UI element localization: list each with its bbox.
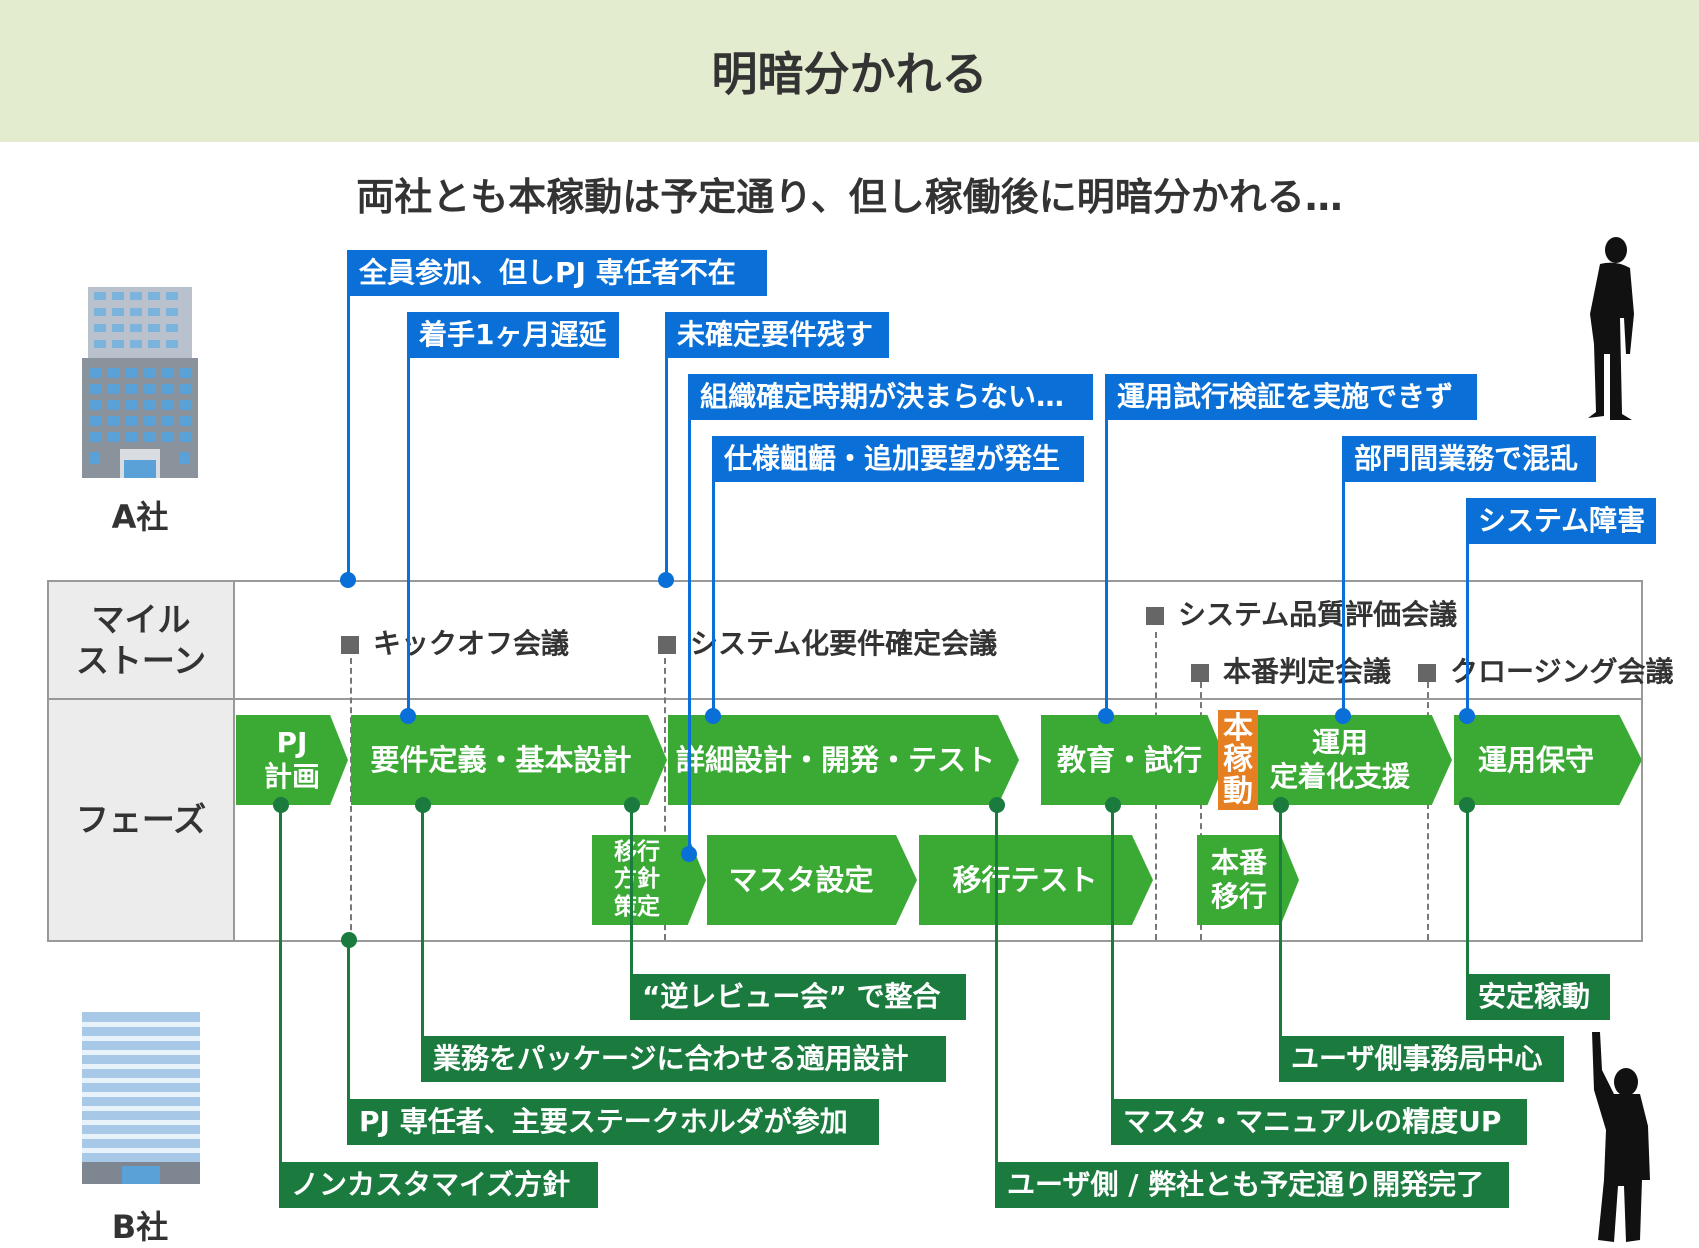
row-divider xyxy=(47,698,1643,700)
column-divider xyxy=(233,580,235,942)
phase-training-trial: 教育・試行 xyxy=(1041,715,1226,805)
connector-line xyxy=(1105,398,1108,716)
title-banner xyxy=(0,0,1699,142)
milestone-closing: クロージング会議 xyxy=(1418,650,1673,690)
note-b-stable-operation: 安定稼動 xyxy=(1466,974,1610,1020)
office-building-icon-a xyxy=(82,287,198,478)
connector-line xyxy=(688,398,691,854)
connector-line xyxy=(1342,458,1345,716)
connector-dot xyxy=(341,932,357,948)
note-a-dept-confusion: 部門間業務で混乱 xyxy=(1342,436,1596,482)
connector-dot xyxy=(1335,708,1351,724)
connector-dot xyxy=(400,708,416,724)
connector-line xyxy=(347,940,350,1122)
milestone-marker-icon xyxy=(658,636,676,654)
note-b-master-accuracy: マスタ・マニュアルの精度UP xyxy=(1111,1099,1527,1145)
office-building-icon-b xyxy=(82,1012,200,1184)
milestone-marker-icon xyxy=(341,636,359,654)
milestone-kickoff: キックオフ会議 xyxy=(341,622,569,662)
note-b-reverse-review: “逆レビュー会” で整合 xyxy=(630,974,966,1020)
go-live-badge: 本 稼 動 xyxy=(1218,710,1258,810)
milestone-guide-line xyxy=(664,658,666,940)
connector-dot xyxy=(415,797,431,813)
milestone-marker-icon xyxy=(1191,664,1209,682)
milestone-marker-icon xyxy=(1146,607,1164,625)
note-a-system-failure: システム障害 xyxy=(1466,498,1656,544)
note-a-start-delay: 着手1ヶ月遅延 xyxy=(407,312,619,358)
note-b-dedicated-members: PJ 専任者、主要ステークホルダが参加 xyxy=(347,1099,879,1145)
connector-line xyxy=(1279,805,1282,1059)
connector-line xyxy=(712,458,715,716)
cheering-person-icon xyxy=(1592,1032,1650,1242)
milestone-requirements-fix: システム化要件確定会議 xyxy=(658,622,997,662)
note-a-org-undecided: 組織確定時期が決まらない… xyxy=(688,374,1093,420)
connector-dot xyxy=(1098,708,1114,724)
connector-dot xyxy=(989,797,1005,813)
note-b-user-office: ユーザ側事務局中心 xyxy=(1279,1036,1564,1082)
connector-line xyxy=(1466,522,1469,716)
phase-pj-planning: PJ 計画 xyxy=(236,715,348,805)
connector-line xyxy=(1111,805,1114,1123)
milestone-guide-line xyxy=(1427,682,1429,940)
connector-line xyxy=(630,805,633,997)
connector-line xyxy=(347,278,350,580)
phase-master-setup: マスタ設定 xyxy=(707,835,917,925)
note-a-open-requirements: 未確定要件残す xyxy=(665,312,889,358)
connector-line xyxy=(279,805,282,1185)
dejected-person-icon xyxy=(1588,237,1634,420)
phase-migration-test: 移行テスト xyxy=(919,835,1153,925)
company-a-label: A社 xyxy=(111,498,169,536)
milestone-marker-icon xyxy=(1418,664,1436,682)
connector-dot xyxy=(705,708,721,724)
connector-dot xyxy=(1459,708,1475,724)
company-b-label: B社 xyxy=(111,1208,169,1246)
phase-requirements-design: 要件定義・基本設計 xyxy=(351,715,667,805)
connector-line xyxy=(995,805,998,1185)
milestone-row-label: マイル ストーン xyxy=(49,582,233,698)
connector-dot xyxy=(1105,797,1121,813)
phase-production-migration: 本番 移行 xyxy=(1197,835,1299,925)
connector-dot xyxy=(681,846,697,862)
connector-dot xyxy=(1273,797,1289,813)
phase-adoption-support: 運用 定着化支援 xyxy=(1250,715,1452,805)
connector-line xyxy=(421,805,424,1059)
connector-line xyxy=(1466,805,1469,997)
connector-dot xyxy=(658,572,674,588)
page-title: 明暗分かれる xyxy=(711,47,988,101)
note-a-all-members: 全員参加、但しPJ 専任者不在 xyxy=(347,250,767,296)
connector-line xyxy=(407,336,410,716)
connector-dot xyxy=(273,797,289,813)
phase-row-label: フェーズ xyxy=(49,700,233,940)
connector-dot xyxy=(340,572,356,588)
phase-dev-test: 詳細設計・開発・テスト xyxy=(668,715,1019,805)
note-a-spec-mismatch: 仕様齟齬・追加要望が発生 xyxy=(712,436,1084,482)
note-b-on-schedule: ユーザ側 / 弊社とも予定通り開発完了 xyxy=(995,1162,1509,1208)
milestone-go-live-decision: 本番判定会議 xyxy=(1191,650,1391,690)
connector-line xyxy=(665,336,668,580)
milestone-guide-line xyxy=(1200,682,1202,940)
connector-dot xyxy=(624,797,640,813)
connector-dot xyxy=(1459,797,1475,813)
note-b-fit-to-package: 業務をパッケージに合わせる適用設計 xyxy=(421,1036,946,1082)
milestone-quality-review: システム品質評価会議 xyxy=(1146,593,1457,633)
note-a-trial-not-done: 運用試行検証を実施できず xyxy=(1105,374,1477,420)
schedule-table xyxy=(47,580,1643,942)
note-b-no-customize: ノンカスタマイズ方針 xyxy=(279,1162,598,1208)
phase-operation-maintenance: 運用保守 xyxy=(1454,715,1642,805)
page-subtitle: 両社とも本稼動は予定通り、但し稼働後に明暗分かれる… xyxy=(356,175,1343,219)
